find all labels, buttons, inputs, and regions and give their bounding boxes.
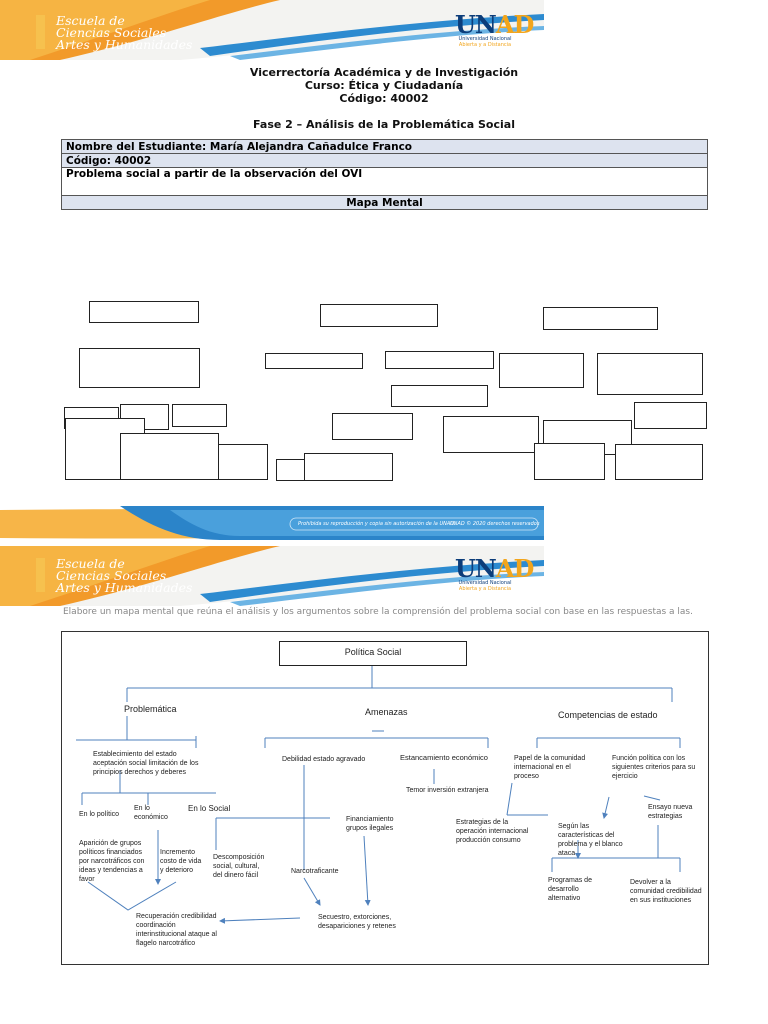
mind-map-frame <box>61 631 709 965</box>
unad-sub-1: Universidad Nacional <box>458 36 512 42</box>
node-temor: Temor inversión extranjera <box>406 787 489 794</box>
node-social-desc: Descomposición social, cultural, del din… <box>213 854 265 879</box>
school-name: Escuela de Ciencias Sociales Artes y Hum… <box>56 556 193 595</box>
node-politico: En lo político <box>79 811 120 818</box>
node-recuperacion: Recuperación credibilidad coordinación i… <box>136 913 217 947</box>
banner-graphic <box>0 546 544 606</box>
instructions-text: Elabore un mapa mental que reúna el anál… <box>63 607 693 617</box>
school-line-1: Escuela de <box>56 13 125 28</box>
unad-logo: UNAD Universidad Nacional Abierta y a Di… <box>455 13 534 49</box>
school-line-3: Artes y Humanidades <box>56 580 193 595</box>
empty-box <box>597 353 703 395</box>
map-header: Mapa Mental <box>61 195 708 210</box>
unad-logo-text-part: AD <box>495 554 534 583</box>
empty-box <box>543 307 658 330</box>
node-devolver: Devolver a la comunidad credibilidad en … <box>630 879 702 904</box>
title-phase: Fase 2 – Análisis de la Problemática Soc… <box>253 118 515 131</box>
empty-box <box>79 348 200 388</box>
copyright-left: Prohibida su reproducción y copia sin au… <box>298 521 456 527</box>
school-line-2: Ciencias Sociales <box>56 25 167 40</box>
node-economico-desc: Incremento costo de vida y deterioro <box>160 849 202 874</box>
copyright-right: UNAD © 2020 derechos reservados <box>450 521 540 527</box>
branch-amenazas: Amenazas <box>365 707 408 717</box>
unad-sub-2: Abierta y a Distancia <box>458 586 512 592</box>
root-node <box>279 641 467 666</box>
unad-logo-text: UNAD <box>455 10 534 39</box>
title-institution: Vicerrectoría Académica y de Investigaci… <box>249 66 519 79</box>
empty-box <box>172 404 227 427</box>
node-papel: Papel de la comunidad internacional en e… <box>514 755 586 780</box>
node-programas: Programas de desarrollo alternativo <box>548 877 592 902</box>
empty-box <box>218 444 268 480</box>
branch-competencias: Competencias de estado <box>558 710 658 720</box>
title-course: Curso: Ética y Ciudadanía <box>304 79 464 92</box>
empty-box <box>320 304 438 327</box>
empty-box <box>265 353 363 369</box>
empty-box <box>443 416 539 453</box>
unad-logo-text-part: UN <box>455 10 497 39</box>
empty-box <box>120 433 219 480</box>
school-line-1: Escuela de <box>56 556 125 571</box>
unad-sub-2: Abierta y a Distancia <box>458 42 512 48</box>
branch-problematica: Problemática <box>124 704 177 714</box>
footer-banner <box>0 506 544 540</box>
node-debilidad: Debilidad estado agravado <box>282 756 366 763</box>
unad-logo-text-part: AD <box>495 10 534 39</box>
empty-box <box>89 301 199 323</box>
unad-logo-page2: UNAD Universidad Nacional Abierta y a Di… <box>455 557 534 593</box>
node-financiamiento: Financiamiento grupos ilegales <box>346 816 394 832</box>
empty-box <box>391 385 488 407</box>
problem-label: Problema social a partir de la observaci… <box>61 167 708 196</box>
unad-wordmark: UNAD <box>455 13 534 37</box>
empty-box <box>499 353 584 388</box>
empty-box <box>534 443 605 480</box>
empty-box <box>304 453 393 481</box>
node-funcion: Función política con los siguientes crit… <box>612 755 696 780</box>
node-secuestro: Secuestro, extorciones, desapariciones y… <box>318 914 396 930</box>
school-line-2: Ciencias Sociales <box>56 568 167 583</box>
node-economico: En lo económico <box>134 805 168 821</box>
node-estrategias: Estrategias de la operación internaciona… <box>456 819 529 844</box>
school-name: Escuela de Ciencias Sociales Artes y Hum… <box>56 13 193 52</box>
empty-box <box>332 413 413 440</box>
empty-box <box>615 444 703 480</box>
ecsah-badge <box>36 558 45 592</box>
school-line-3: Artes y Humanidades <box>56 37 193 52</box>
node-estancamiento: Estancamiento económico <box>400 753 488 762</box>
root-label: Política Social <box>344 647 402 657</box>
node-narcotraficante: Narcotraficante <box>291 868 339 875</box>
node-caracteristicas: Según las características del problema y… <box>558 823 623 857</box>
ecsah-badge <box>36 15 45 49</box>
empty-box <box>634 402 707 429</box>
banner-graphic <box>0 0 544 60</box>
student-info-table: Nombre del Estudiante: María Alejandra C… <box>61 139 708 210</box>
header-banner-page2: Escuela de Ciencias Sociales Artes y Hum… <box>0 546 544 606</box>
node-ensayo: Ensayo nueva estrategias <box>648 804 693 820</box>
empty-box <box>385 351 494 369</box>
node-social: En lo Social <box>188 804 231 813</box>
unad-wordmark: UNAD <box>455 557 534 581</box>
unad-logo-text: UNAD <box>455 554 534 583</box>
node-politico-desc: Aparición de grupos políticos financiado… <box>79 840 145 883</box>
unad-logo-text-part: UN <box>455 554 497 583</box>
node-establecimiento: Establecimiento del estado aceptación so… <box>93 751 199 776</box>
unad-sub-1: Universidad Nacional <box>458 580 512 586</box>
title-code: Código: 40002 <box>339 92 429 105</box>
header-banner: Escuela de Ciencias Sociales Artes y Hum… <box>0 0 544 60</box>
